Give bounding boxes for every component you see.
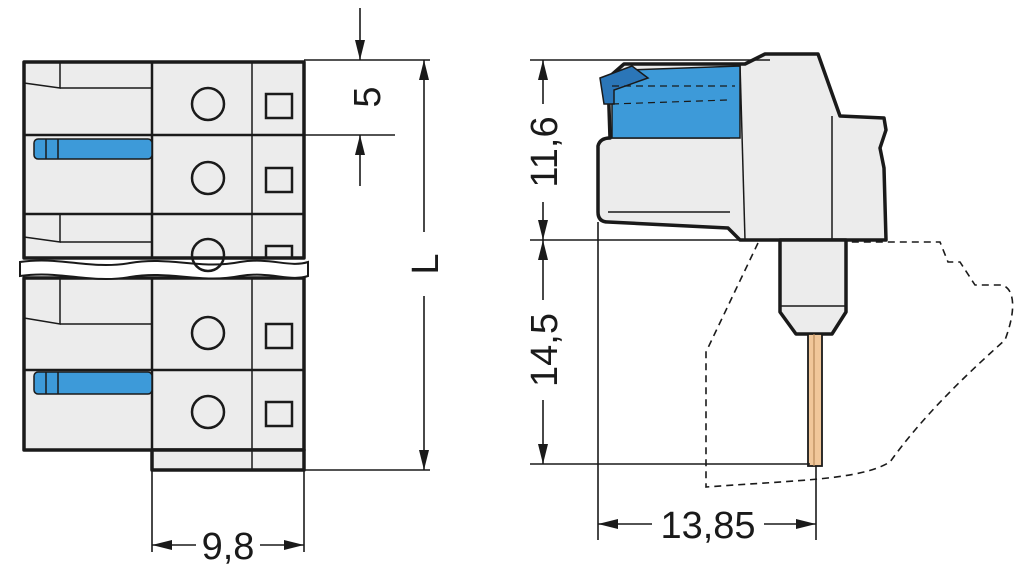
top-height-dimension: 11,6 (524, 59, 770, 241)
pitch-label: 5 (347, 86, 389, 107)
test-opening-icon (264, 322, 294, 350)
test-opening-icon (264, 244, 294, 260)
length-dimension: L (304, 60, 447, 471)
pin-length-label: 14,5 (524, 313, 566, 387)
mating-outline (705, 241, 1014, 488)
top-height-label: 11,6 (524, 116, 566, 187)
actuating-lever-icon (599, 65, 741, 139)
clamp-opening-icon (190, 237, 226, 273)
break-line (19, 259, 309, 280)
depth-dimension: 13,85 (597, 222, 817, 547)
lever-tab-icon (33, 138, 153, 160)
front-view-lower-section (22, 276, 306, 472)
clamp-opening-icon (190, 86, 226, 122)
lever-tab-icon (33, 371, 153, 395)
length-label: L (405, 253, 447, 274)
clamp-opening-icon (190, 394, 226, 430)
clamp-opening-icon (190, 315, 226, 351)
test-opening-icon (264, 400, 294, 428)
test-opening-icon (264, 166, 294, 194)
width-dimension: 9,8 (151, 470, 305, 568)
pin-length-dimension: 14,5 (524, 240, 810, 465)
clamp-openings (190, 86, 226, 430)
test-opening-icon (264, 92, 294, 120)
pin-icon (807, 333, 823, 467)
front-view: 5 L 9,8 (19, 8, 447, 568)
depth-label: 13,85 (660, 505, 755, 547)
clamp-opening-icon (190, 160, 226, 196)
width-label: 9,8 (202, 526, 255, 568)
side-view: 11,6 14,5 13,85 (524, 52, 1014, 547)
pitch-dimension: 5 (304, 8, 430, 186)
front-view-upper-section (22, 60, 306, 260)
solder-pin (778, 238, 848, 467)
test-openings (264, 92, 294, 428)
